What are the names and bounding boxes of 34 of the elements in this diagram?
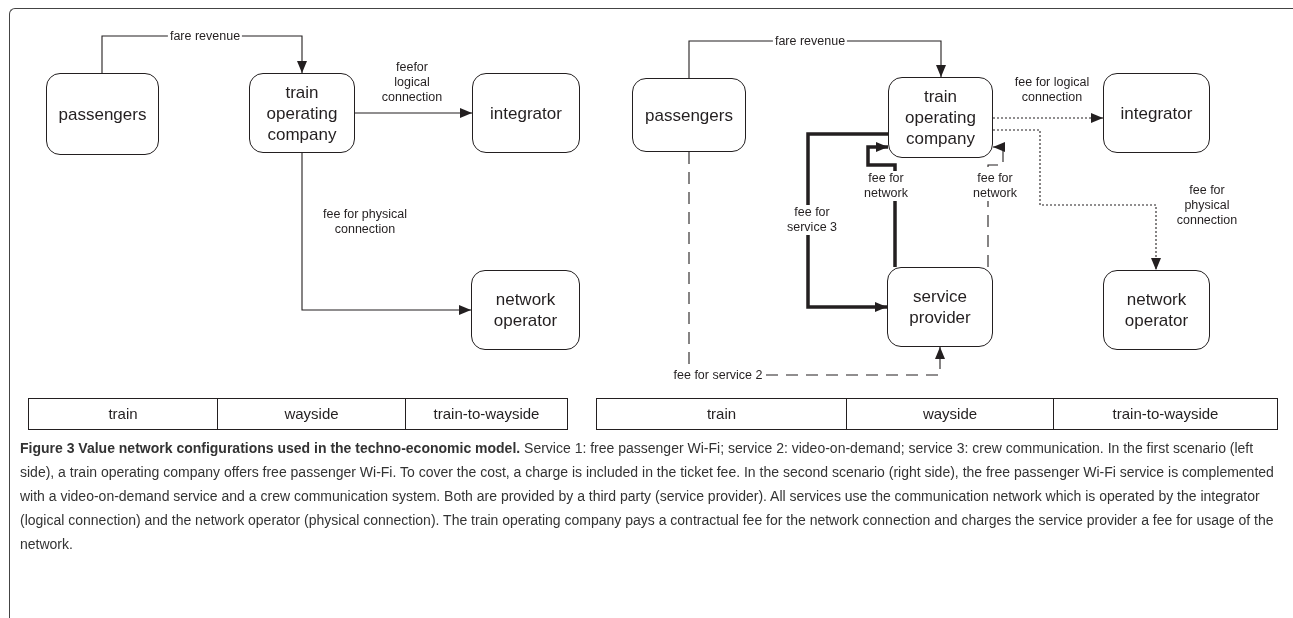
table-cell: train-to-wayside [405, 399, 567, 429]
edge-label: fee for logical connection [1013, 75, 1091, 105]
arrow [992, 113, 1104, 123]
arrow [806, 132, 888, 312]
node-text: network operator [1123, 289, 1190, 331]
rounded-box [472, 73, 580, 153]
table-cell-text: train [107, 403, 139, 424]
rounded-box [46, 73, 159, 155]
table-cell: train-to-wayside [1053, 399, 1277, 429]
rounded-box [249, 73, 355, 153]
arrow [992, 129, 1161, 271]
rounded-box [887, 267, 993, 347]
rounded-box [471, 270, 580, 350]
node-text: integrator [1120, 102, 1193, 124]
table-cell: wayside [846, 399, 1053, 429]
node-text: passengers [58, 103, 147, 125]
rounded-box [1103, 270, 1210, 350]
table-cell: wayside [217, 399, 405, 429]
rounded-box [1103, 73, 1210, 153]
node-text: train operating company [265, 81, 339, 145]
node-text: passengers [645, 104, 733, 126]
node-text: service provider [908, 286, 972, 328]
node-text: network operator [492, 289, 559, 331]
edge-label: feefor logical connection [380, 59, 444, 105]
table-cell-text: train [705, 403, 738, 424]
caption: Figure 3 Value network configurations used in the techno-economic model. Service 1: free passenger Wi-Fi; service 2: video-on-demand; service 3: crew communication. In the first scenario (left side), a train operating company offers free passenger Wi-Fi. To cover the cost, a charge is included in the ticket fee. In the second scenario (right side), the free passenger Wi-Fi service is complemented with a video-on-demand service and a crew communication system. Both are provided by a third party (service provider). All services use the communication network which is operated by the integrator (logical connection) and the network operator (physical connection). The train operating company pays a contractual fee for the network connection and charges the service provider a fee for usage of the network. [20, 439, 1275, 554]
node-text: train operating company [904, 86, 977, 149]
arrow [354, 108, 473, 118]
node-text: integrator [490, 102, 562, 124]
edge-label: fee for physical connection [321, 207, 409, 237]
rounded-box [632, 78, 746, 152]
rounded-box [888, 77, 993, 158]
edge-label: fee for physical connection [1175, 182, 1239, 228]
arrow [301, 152, 472, 315]
